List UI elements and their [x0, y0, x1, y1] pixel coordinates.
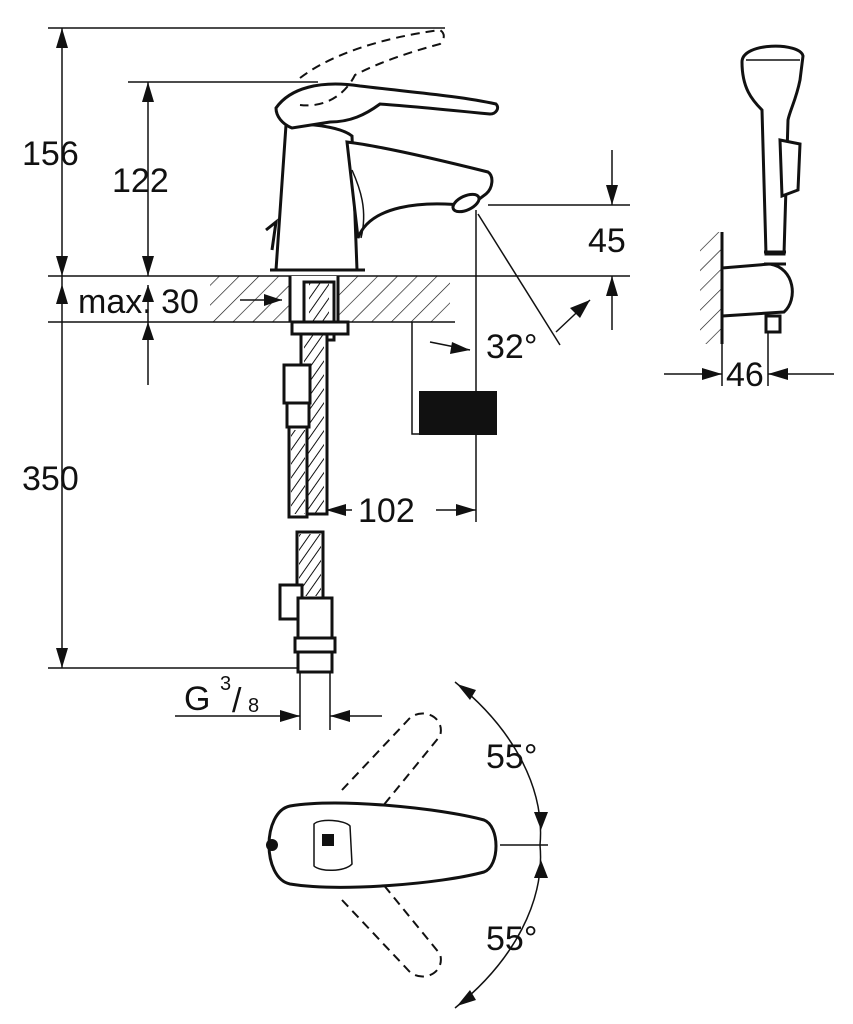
faucet-lever: [274, 28, 500, 130]
dim-122-label: 122: [112, 162, 169, 200]
faucet-body: [265, 122, 494, 272]
dimension-max-30: max. 30: [78, 283, 282, 385]
thread-dimension: G 3 / 8: [175, 672, 382, 730]
thread-base: G: [184, 680, 210, 718]
dimension-102: 102: [326, 488, 476, 530]
lever-top-view: 55° 55°: [266, 681, 548, 1009]
lever-angle-top-label: 55°: [486, 738, 537, 776]
hand-shower: [700, 44, 805, 344]
thread-numerator: 3: [220, 673, 231, 695]
dimension-350: 350: [22, 276, 300, 669]
dim-156-label: 156: [22, 135, 79, 173]
dimension-156: 156: [22, 27, 445, 276]
thread-label: G: [184, 680, 210, 718]
flexible-hose: [278, 332, 337, 674]
dimension-46: 46: [664, 332, 834, 394]
spray-angle: 32°: [429, 204, 630, 522]
thermostatic-box: [411, 322, 497, 435]
lever-angle-bottom-label: 55°: [486, 920, 537, 958]
dim-max-30-label: max. 30: [78, 283, 199, 321]
thread-slash: /: [232, 682, 242, 720]
dimension-122: 122: [112, 81, 318, 276]
dim-350-label: 350: [22, 460, 79, 498]
thread-denominator: 8: [248, 695, 259, 717]
spray-angle-label: 32°: [486, 328, 537, 366]
dim-102-label: 102: [358, 492, 415, 530]
dim-45-label: 45: [588, 222, 626, 260]
countertop: [48, 275, 455, 323]
dimension-45: 45: [455, 150, 630, 330]
dim-46-label: 46: [726, 356, 764, 394]
